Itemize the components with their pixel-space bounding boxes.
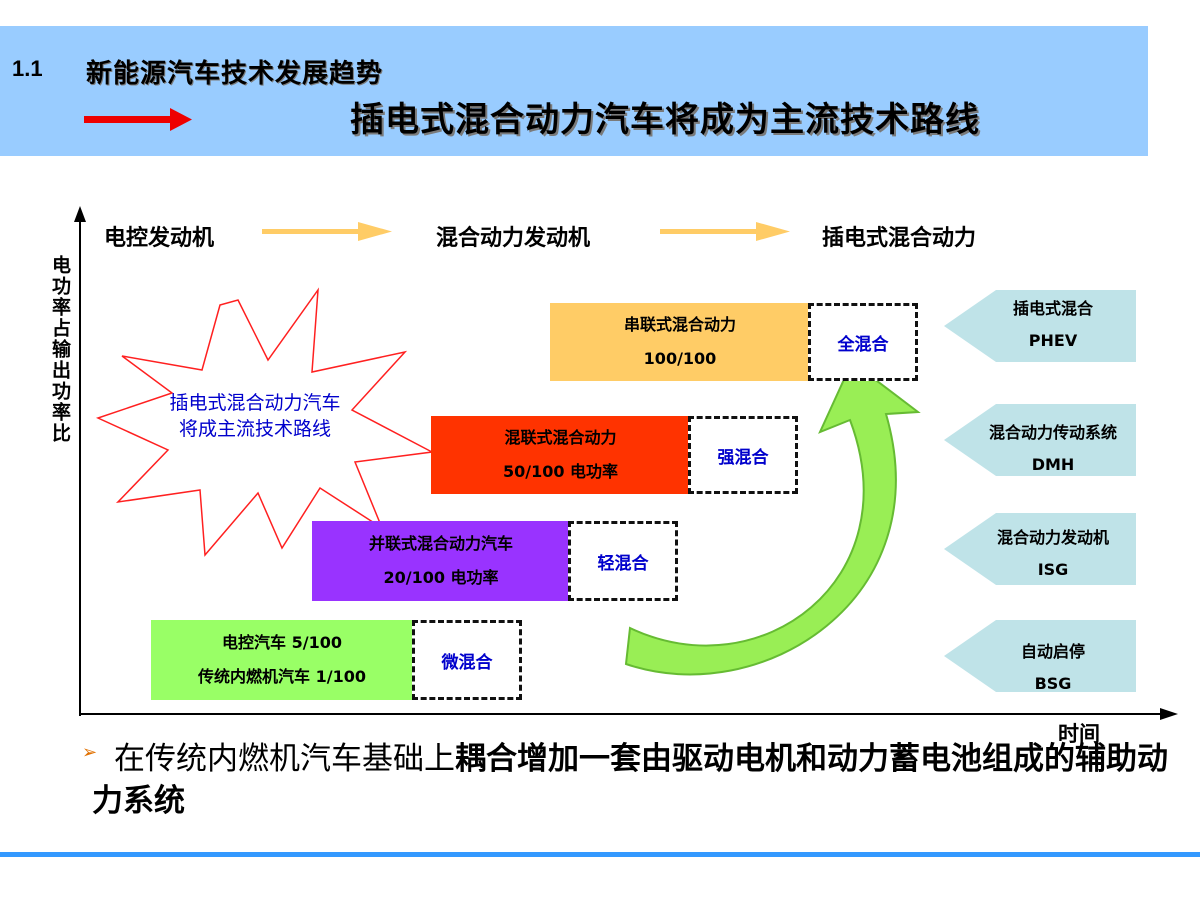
tech-tag-line: 插电式混合 xyxy=(1012,299,1093,318)
tag-micro-hybrid: 微混合 xyxy=(412,620,522,700)
tech-tag-dmh: 混合动力传动系统 DMH xyxy=(966,417,1140,481)
tech-tag-line: ISG xyxy=(1037,560,1069,579)
level-box-line: 混联式混合动力 xyxy=(504,428,617,447)
tech-tag-line: 混合动力传动系统 xyxy=(988,423,1117,442)
starburst-line-1: 插电式混合动力汽车 xyxy=(169,392,341,414)
stage-label-ecu-engine: 电控发动机 xyxy=(104,226,215,251)
stage-label-plugin-hybrid: 插电式混合动力 xyxy=(822,226,977,251)
bullet-text-normal: 在传统内燃机汽车基础上 xyxy=(114,741,455,777)
green-curve-arrow xyxy=(624,360,921,676)
level-box-strong: 混联式混合动力 50/100 电功率 xyxy=(431,416,690,494)
bullet-arrow-icon: ➢ xyxy=(82,742,98,763)
level-box-line: 并联式混合动力汽车 xyxy=(368,534,513,553)
level-box-full: 串联式混合动力 100/100 xyxy=(550,303,810,381)
technology-tags xyxy=(944,290,1136,692)
header-banner xyxy=(0,26,1148,156)
starburst-shape xyxy=(95,287,435,557)
level-box-line: 100/100 xyxy=(643,349,717,368)
y-axis-label: 电功率占输出功率比 xyxy=(49,255,71,444)
x-axis-label: 时间 xyxy=(1058,722,1100,746)
footer-divider xyxy=(0,852,1200,857)
tag-mild-hybrid: 轻混合 xyxy=(568,521,678,601)
section-title: 新能源汽车技术发展趋势 xyxy=(86,59,384,89)
bullet-text: 在传统内燃机汽车基础上耦合增加一套由驱动电机和动力蓄电池组成的辅助动力系统 xyxy=(92,738,1172,822)
tech-tag-bsg: 自动启停 BSG xyxy=(966,636,1140,700)
level-box-line: 50/100 电功率 xyxy=(502,462,619,481)
level-box-line: 传统内燃机汽车 1/100 xyxy=(198,667,366,686)
main-title: 插电式混合动力汽车将成为主流技术路线 xyxy=(350,100,980,140)
stage-label-hybrid-engine: 混合动力发动机 xyxy=(436,226,591,251)
tag-full-hybrid: 全混合 xyxy=(808,303,918,381)
level-box-line: 串联式混合动力 xyxy=(623,315,736,334)
level-box-line: 20/100 电功率 xyxy=(383,568,499,587)
red-arrow-icon xyxy=(84,108,192,131)
tech-tag-line: PHEV xyxy=(1028,331,1078,350)
level-box-line: 电控汽车 5/100 xyxy=(222,633,342,652)
level-box-micro: 电控汽车 5/100 传统内燃机汽车 1/100 xyxy=(151,620,413,700)
tech-tag-isg: 混合动力发动机 ISG xyxy=(966,522,1140,586)
tech-tag-line: 混合动力发动机 xyxy=(996,528,1109,547)
starburst-line-2: 将成主流技术路线 xyxy=(178,418,331,440)
level-box-mild: 并联式混合动力汽车 20/100 电功率 xyxy=(312,521,570,601)
bullet-text-bold: 耦合增加一套由驱动电机和动力蓄电池组成的辅助动力系统 xyxy=(92,741,1168,819)
starburst-text: 插电式混合动力汽车 将成主流技术路线 xyxy=(120,390,390,442)
tech-tag-line: 自动启停 xyxy=(1020,642,1085,661)
tag-strong-hybrid: 强混合 xyxy=(688,416,798,494)
tech-tag-line: BSG xyxy=(1034,674,1072,693)
section-number: 1.1 xyxy=(12,56,43,81)
tech-tag-phev: 插电式混合 PHEV xyxy=(966,293,1140,357)
tech-tag-line: DMH xyxy=(1031,455,1075,474)
